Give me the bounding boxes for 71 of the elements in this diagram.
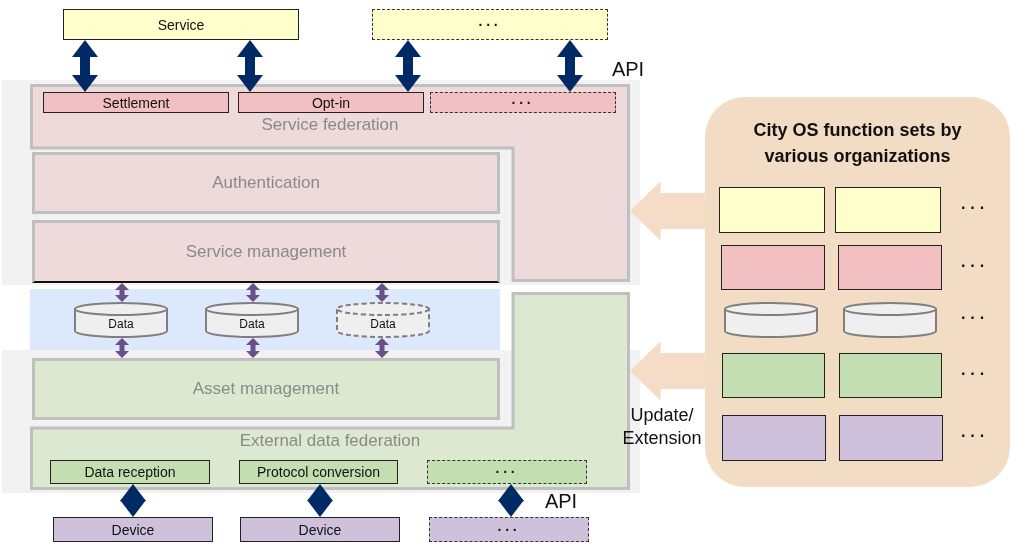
database-cylinder (74, 302, 168, 338)
box-label: Data (370, 317, 396, 331)
layer-title: Asset management (192, 379, 340, 399)
function-box (43, 92, 229, 113)
double-arrow (115, 338, 129, 358)
function-box (722, 353, 825, 398)
database-cylinder (724, 302, 818, 338)
ellipsis: ··· (478, 16, 502, 33)
function-box (838, 245, 942, 290)
double-arrow (395, 40, 421, 92)
device-box (53, 517, 213, 542)
layer-band (32, 220, 500, 283)
ellipsis: ··· (960, 198, 990, 218)
function-box (50, 460, 210, 484)
data-layer-band (30, 289, 500, 350)
placeholder-box (430, 92, 616, 113)
rounded-panel (705, 97, 1010, 487)
api-label: API (543, 489, 579, 514)
ellipsis: ··· (960, 308, 990, 328)
placeholder-box (429, 517, 589, 542)
placeholder-box (427, 460, 587, 484)
service-box (63, 9, 299, 40)
arrow (630, 341, 705, 401)
database-cylinder (205, 302, 299, 338)
ellipsis: ··· (495, 464, 519, 480)
panel-title: City OS function sets by various organizations (752, 119, 963, 168)
box-label: Service (157, 16, 205, 33)
box-label: Protocol conversion (257, 464, 380, 480)
note-text: Update/ Extension (621, 404, 703, 449)
double-arrow (246, 283, 260, 302)
double-arrow (375, 283, 389, 302)
ellipsis: ··· (497, 521, 521, 538)
layer-band (32, 358, 500, 420)
database-cylinder (843, 302, 937, 338)
double-arrow (72, 40, 98, 92)
double-arrow (237, 40, 263, 92)
box-label: Opt-in (311, 94, 351, 111)
function-box (721, 245, 825, 290)
device-box (240, 517, 400, 542)
box-label: Settlement (102, 94, 170, 111)
placeholder-box (372, 9, 608, 40)
function-box (238, 92, 424, 113)
ellipsis: ··· (960, 256, 990, 276)
double-arrow (307, 484, 333, 517)
double-arrow (498, 484, 524, 517)
box-label: Data reception (84, 464, 176, 480)
double-arrow (120, 484, 146, 517)
arrow (630, 181, 705, 241)
box-label: Device (298, 521, 342, 538)
layer-band (32, 152, 500, 214)
double-arrow (557, 40, 583, 92)
api-label: API (610, 57, 646, 82)
double-arrow (115, 283, 129, 302)
function-box (839, 353, 942, 398)
function-box (839, 415, 943, 461)
function-box (722, 415, 826, 461)
function-box (719, 187, 825, 233)
ellipsis: ··· (511, 94, 535, 111)
double-arrow (375, 338, 389, 358)
layer-title: Authentication (212, 173, 320, 193)
database-cylinder (336, 302, 430, 338)
function-box (239, 460, 398, 484)
box-label: Data (108, 317, 134, 331)
function-box (835, 187, 941, 233)
double-arrow (246, 338, 260, 358)
box-label: Device (111, 521, 155, 538)
ellipsis: ··· (960, 364, 990, 384)
layer-title: Service management (185, 242, 347, 262)
ellipsis: ··· (960, 426, 990, 446)
layer-title: Service federation (260, 115, 400, 135)
box-label: Data (239, 317, 265, 331)
